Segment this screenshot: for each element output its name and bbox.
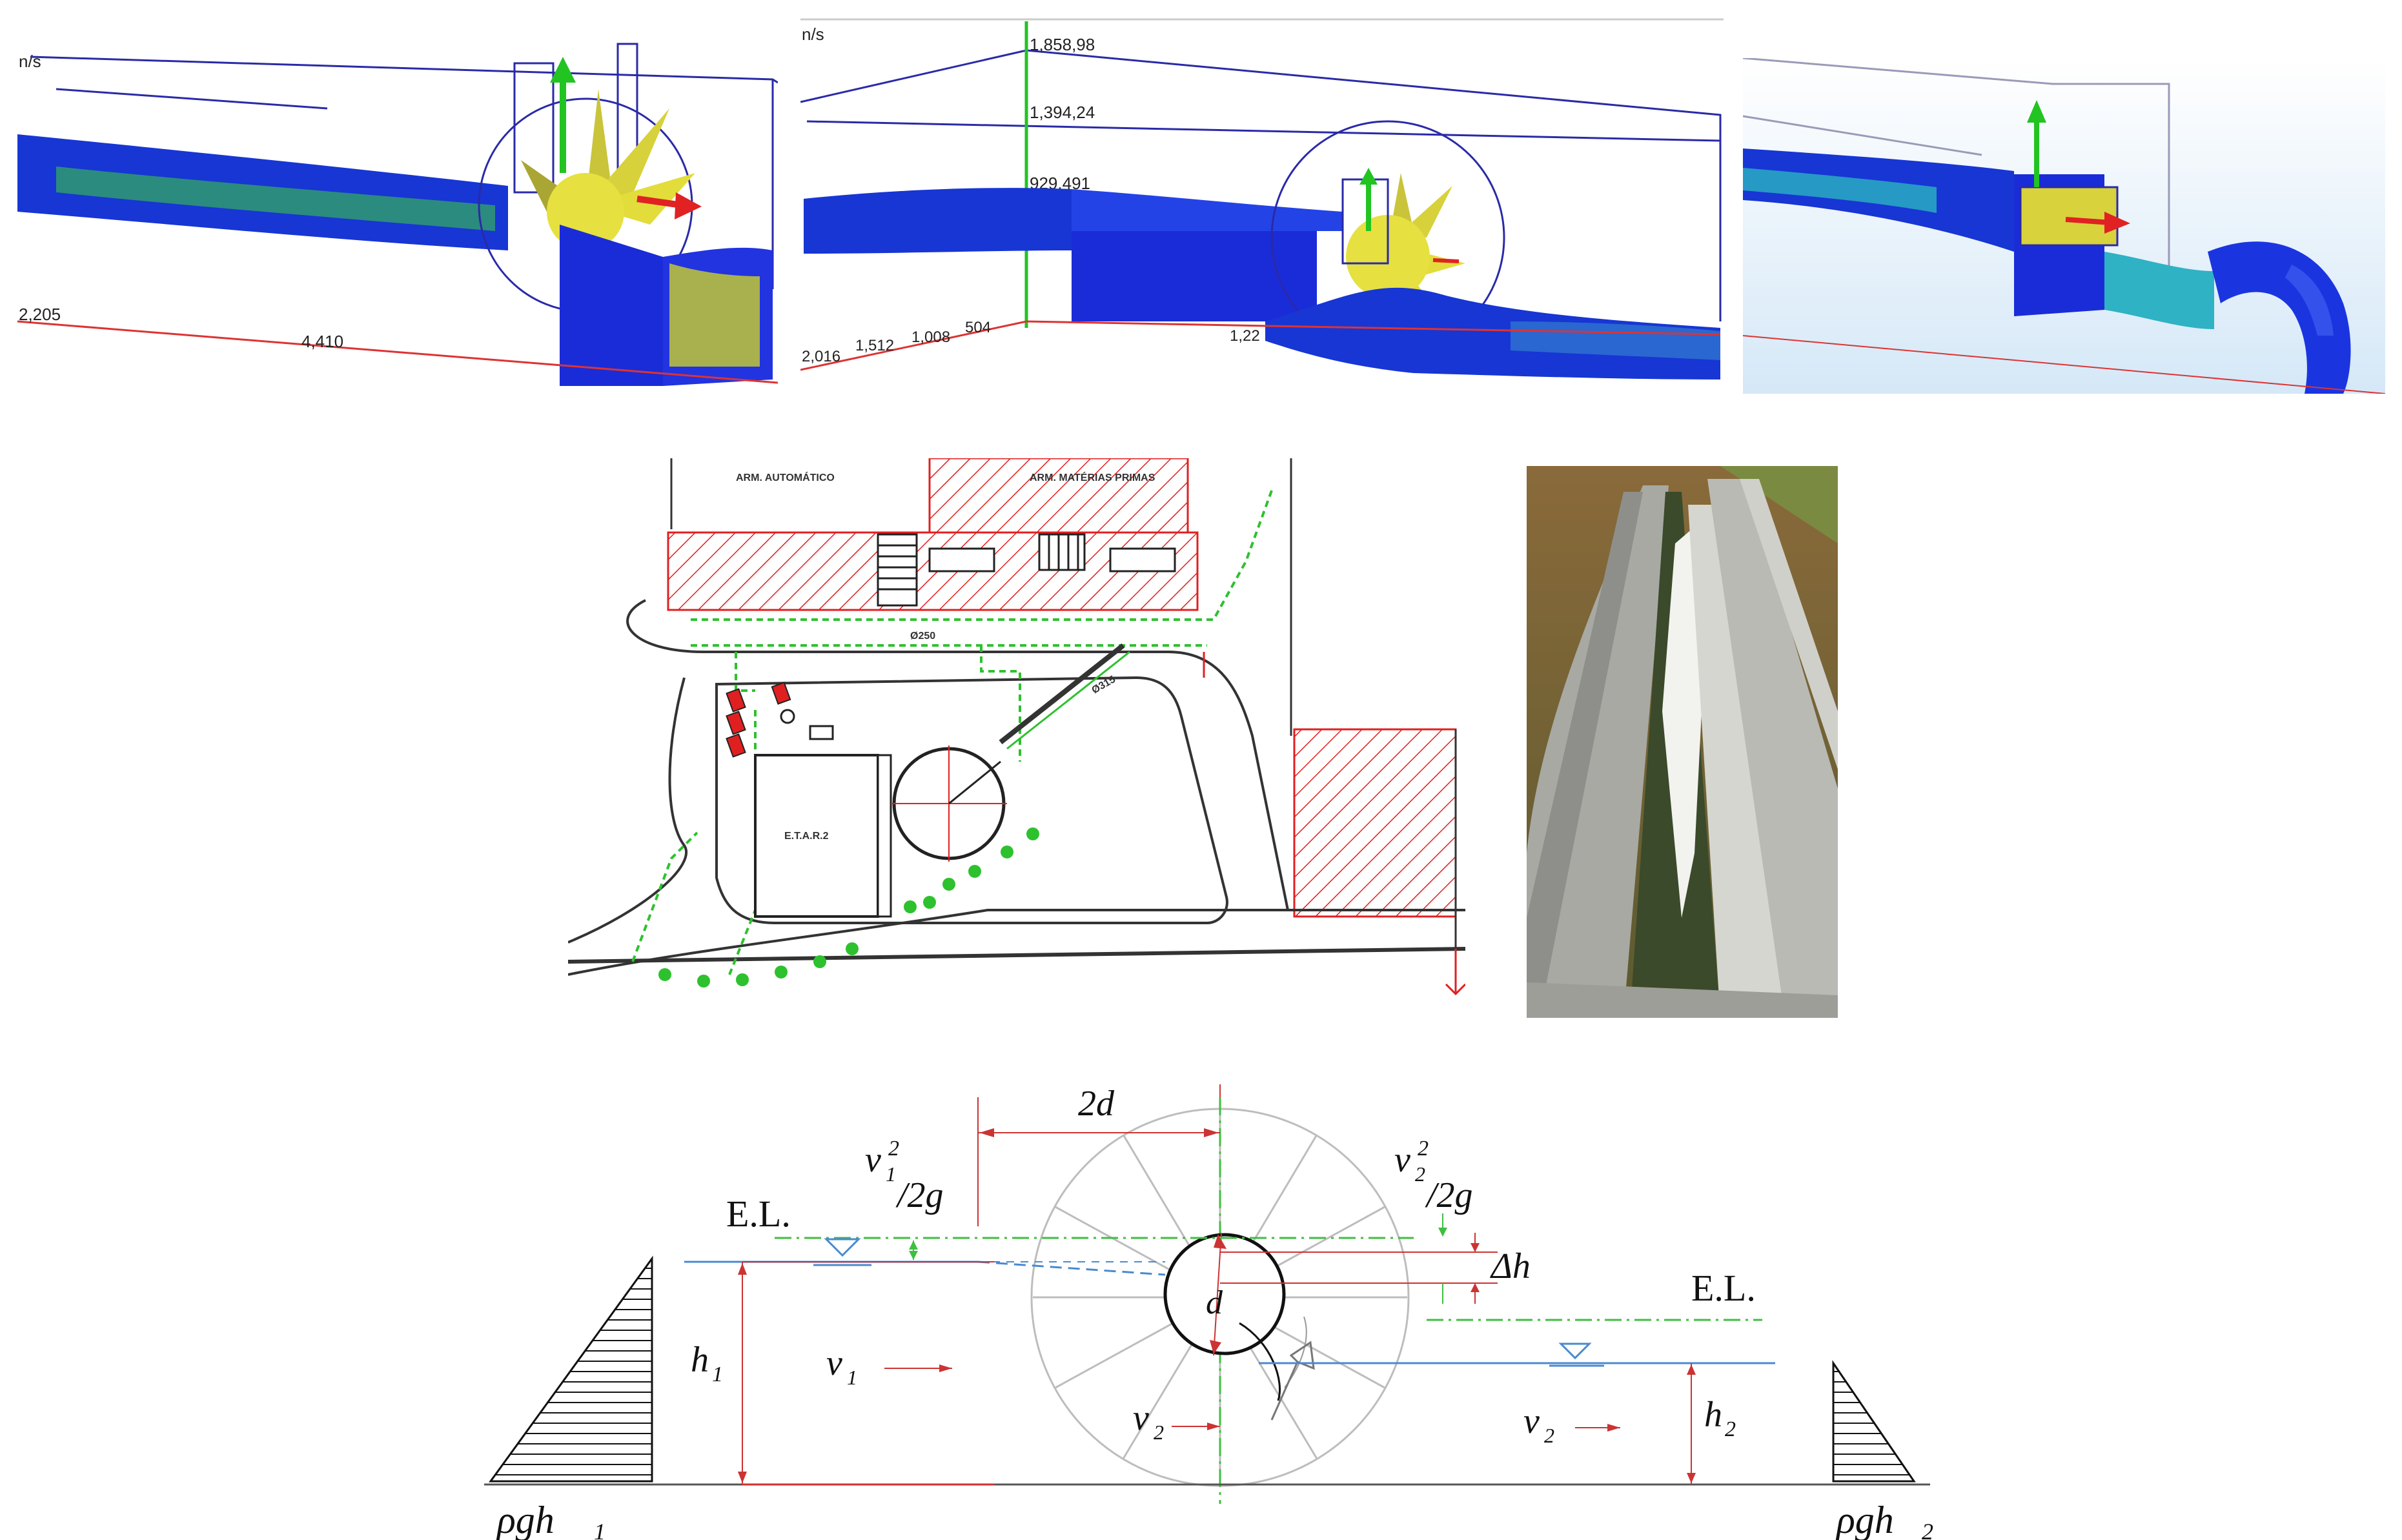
label-warehouse-raw: ARM. MATÉRIAS PRIMAS (1030, 471, 1155, 483)
label-etar: E.T.A.R.2 (784, 831, 829, 842)
depth-left-label: h (691, 1340, 709, 1380)
wheel-diameter-label: d (1206, 1284, 1223, 1321)
pressure-left-label: ρgh (496, 1499, 555, 1540)
energy-line-right-label: E.L. (1691, 1267, 1756, 1309)
head-right-sup: 2 (1418, 1137, 1429, 1160)
head-left-den: /2g (895, 1175, 944, 1215)
depth-left-sub: 1 (712, 1363, 723, 1386)
head-loss-label: Δh (1490, 1246, 1531, 1286)
sim2-unit-label: n/s (802, 25, 824, 44)
sim2-axis-label-2: 1,008 (911, 329, 950, 346)
pressure-right-label: ρgh (1835, 1499, 1894, 1540)
depth-right-sub: 2 (1725, 1417, 1736, 1441)
head-left-v: v (865, 1140, 881, 1180)
simulation-panel-2: n/s 1,858,98 1,394,24 929,491 504 2,016 … (800, 18, 1724, 392)
vel-mid-label: v (1133, 1398, 1149, 1438)
energy-line-left-label: E.L. (726, 1193, 791, 1235)
vel-mid-sub: 2 (1154, 1421, 1164, 1444)
sim2-axis-label-1: 1,512 (855, 337, 894, 354)
head-right-sub: 2 (1415, 1162, 1425, 1186)
sim1-unit-label: n/s (19, 52, 41, 71)
sim1-axis-label-0: 2,205 (19, 305, 61, 324)
vel-left-label: v (826, 1343, 842, 1383)
vel-right-label: v (1523, 1401, 1540, 1441)
vel-right-sub: 2 (1544, 1424, 1554, 1447)
depth-right-label: h (1704, 1395, 1722, 1435)
pressure-right-sub: 2 (1922, 1519, 1933, 1540)
simulation-panel-3 (1743, 58, 2385, 394)
head-left-sub: 1 (886, 1162, 896, 1186)
sim2-vertical-label-3: 504 (965, 319, 991, 336)
channel-photo (1527, 466, 1838, 1018)
head-right-den: /2g (1425, 1175, 1473, 1215)
sim2-vertical-label-0: 1,858,98 (1030, 35, 1095, 54)
simulation-panel-1: n/s 2,205 4,410 (17, 18, 778, 392)
pressure-triangle-left (489, 1255, 653, 1483)
vel-left-sub: 1 (847, 1366, 857, 1389)
pressure-left-sub: 1 (594, 1519, 606, 1540)
top-width-label: 2d (1078, 1084, 1115, 1124)
hydraulic-diagram: d 2d E.L. v 2 1 /2g v 2 2 /2g (478, 1059, 1937, 1540)
sim2-horizontal-label: 1,22 (1230, 327, 1260, 345)
sim1-axis-label-1: 4,410 (301, 332, 343, 351)
label-pipe-main: Ø250 (910, 631, 935, 642)
head-left-sup: 2 (888, 1137, 899, 1160)
sim2-axis-label-0: 2,016 (802, 348, 840, 365)
site-plan-panel: ARM. AUTOMÁTICO ARM. MATÉRIAS PRIMAS Ø25… (568, 458, 1465, 1000)
pressure-triangle-right (1832, 1360, 1916, 1483)
sim2-vertical-label-1: 1,394,24 (1030, 103, 1095, 122)
head-right-v: v (1394, 1140, 1410, 1180)
label-warehouse-auto: ARM. AUTOMÁTICO (736, 471, 835, 483)
